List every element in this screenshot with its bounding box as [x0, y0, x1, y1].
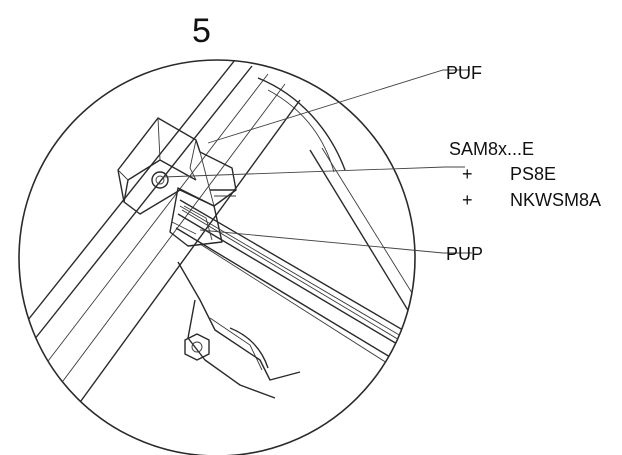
- label-plus-2: +: [462, 190, 473, 210]
- label-pup: PUP: [446, 244, 483, 264]
- leader-puf: [207, 69, 470, 144]
- leader-pup: [199, 229, 472, 254]
- leader-bolt: [162, 166, 465, 178]
- bottom-clamp-pup: [169, 187, 223, 247]
- lower-bracket: [177, 261, 301, 399]
- label-bolt-ps8e: PS8E: [510, 164, 556, 184]
- detail-magnifier: [18, 59, 416, 455]
- label-bolt-set: SAM8x...E + PS8E + NKWSM8A: [449, 139, 601, 210]
- label-bolt-sam8: SAM8x...E: [449, 139, 534, 159]
- bolt-head-icon: [151, 171, 169, 189]
- callout-leaders: [162, 69, 472, 254]
- step-number: 5: [192, 12, 211, 50]
- label-puf: PUF: [446, 63, 482, 83]
- rail-end-detail: [210, 189, 236, 197]
- label-bolt-nkwsm8a: NKWSM8A: [510, 190, 601, 210]
- label-plus-1: +: [462, 164, 473, 184]
- nut-icon: [184, 333, 210, 361]
